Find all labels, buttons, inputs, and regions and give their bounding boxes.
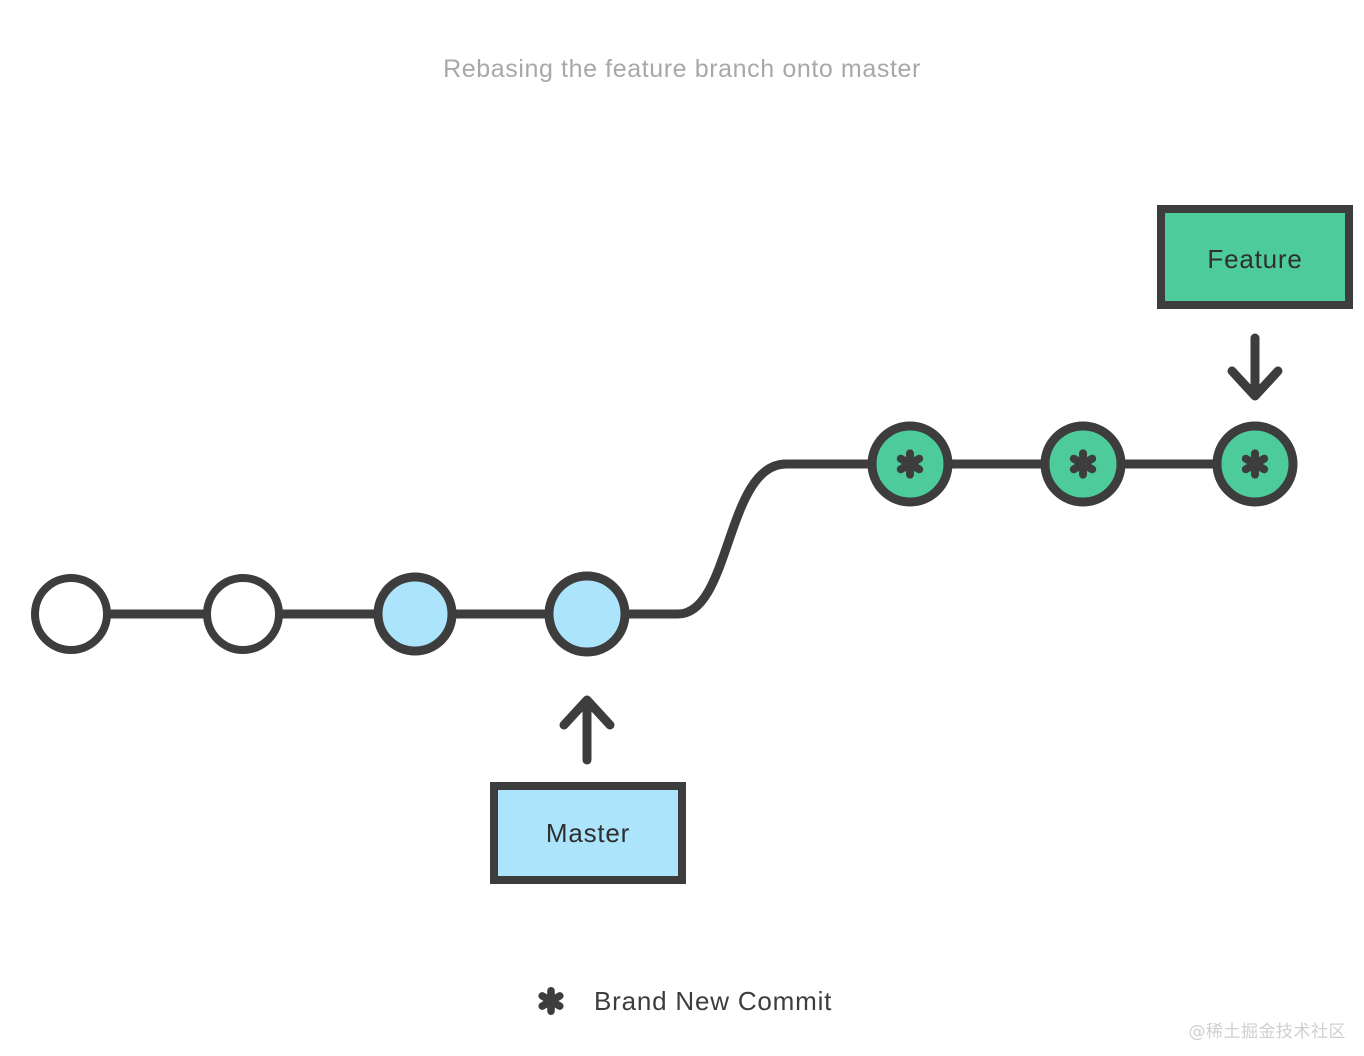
master-branch-group[interactable] — [490, 695, 686, 884]
page-title: Rebasing the feature branch onto master — [443, 55, 921, 83]
feature-branch-group[interactable] — [1157, 205, 1353, 401]
legend-asterisk-icon — [537, 987, 565, 1015]
commit-node-master-2[interactable] — [544, 571, 630, 657]
feature-branch-box[interactable] — [1157, 205, 1353, 309]
commit-node-old-2[interactable] — [203, 574, 283, 654]
master-branch-label: Master — [545, 818, 631, 848]
feature-pointer-arrow-icon — [1227, 333, 1283, 401]
master-pointer-arrow-icon — [559, 695, 615, 765]
watermark: @稀土掘金技术社区 — [1188, 1022, 1346, 1042]
commit-node-old-1[interactable] — [31, 574, 111, 654]
commit-nodes — [31, 421, 1298, 657]
master-branch-box[interactable] — [490, 782, 686, 884]
connector-c4-c5-curve — [619, 459, 879, 619]
feature-branch-label: Feature — [1207, 244, 1303, 274]
legend-label: Brand New Commit — [594, 986, 833, 1016]
commit-connectors — [105, 459, 1219, 619]
commit-node-master-1[interactable] — [373, 572, 457, 656]
